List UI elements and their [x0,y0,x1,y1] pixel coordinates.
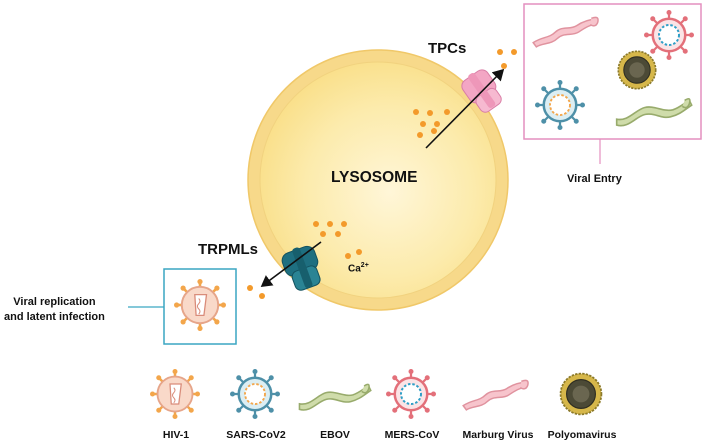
viral-entry-label: Viral Entry [567,173,622,185]
legend-label-mers-cov: MERS-CoV [384,429,440,441]
mers-cov-icon [644,10,694,60]
legend-mers-cov-icon [386,369,436,419]
polyomavirus-icon [617,50,657,90]
legend-label-polyomavirus: Polyomavirus [547,429,617,441]
viral-replication-label: Viral replication and latent infection [4,295,105,325]
legend-label-ebov: EBOV [320,429,350,441]
legend-sars-cov2-icon [230,369,280,419]
calcium-charge: 2+ [360,262,369,269]
sars-cov2-icon [535,80,585,130]
trpml-efflux-arrow [260,241,322,287]
calcium-label: Ca2+ [348,262,369,274]
legend-label-sars-cov2: SARS-CoV2 [226,429,286,441]
viral-replication-line1: Viral replication [13,296,96,308]
tpc-label: TPCs [428,40,467,57]
tpc-efflux-arrow [425,68,505,149]
calcium-symbol: Ca [348,263,361,275]
trpml-channel-icon [281,245,321,291]
hiv-1-icon [174,279,226,331]
legend-label-hiv-1: HIV-1 [162,429,190,441]
legend-polyomavirus-icon [559,372,603,416]
trpml-label: TRPMLs [198,241,258,258]
viral-replication-line2: and latent infection [4,311,105,323]
legend-ebov-icon [298,383,372,411]
legend-hiv-1-icon [150,369,200,419]
lysosome-label: LYSOSOME [331,169,418,186]
legend-label-marburg-virus: Marburg Virus [462,429,534,441]
calcium-ion-dots [247,49,517,299]
legend-marburg-virus-icon [462,379,529,411]
